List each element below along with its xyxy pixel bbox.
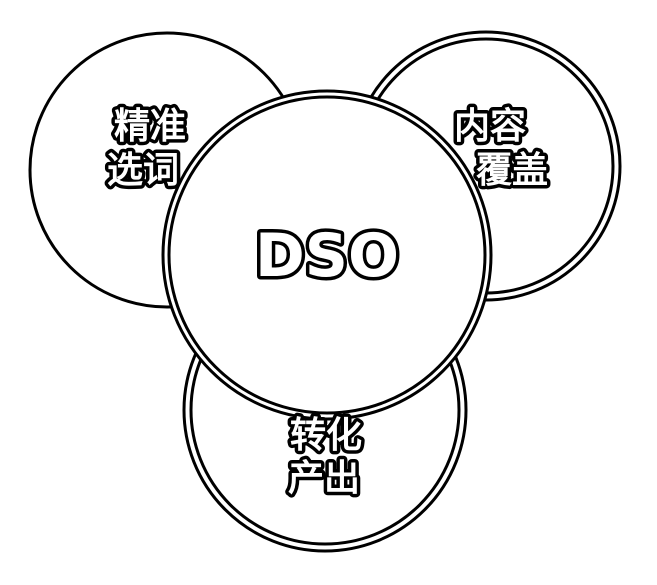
label-top-left: 精准 选词 — [103, 103, 189, 195]
center-node: DSO — [161, 89, 493, 421]
top-right-label-line1: 内容 — [454, 106, 526, 147]
top-left-label-line1: 精准 — [114, 106, 186, 147]
bottom-label-line2: 产出 — [288, 458, 360, 499]
bottom-label-line1: 转化 — [290, 415, 362, 456]
circle-center-outer — [161, 89, 493, 421]
label-top-right: 内容 覆盖 — [450, 103, 551, 195]
label-bottom: 转化 产出 — [284, 412, 365, 503]
center-label: DSO — [255, 221, 399, 291]
top-left-label-line2: 选词 — [107, 150, 179, 191]
circle-center-inner — [167, 95, 487, 415]
top-right-label-line2: 覆盖 — [476, 150, 548, 191]
